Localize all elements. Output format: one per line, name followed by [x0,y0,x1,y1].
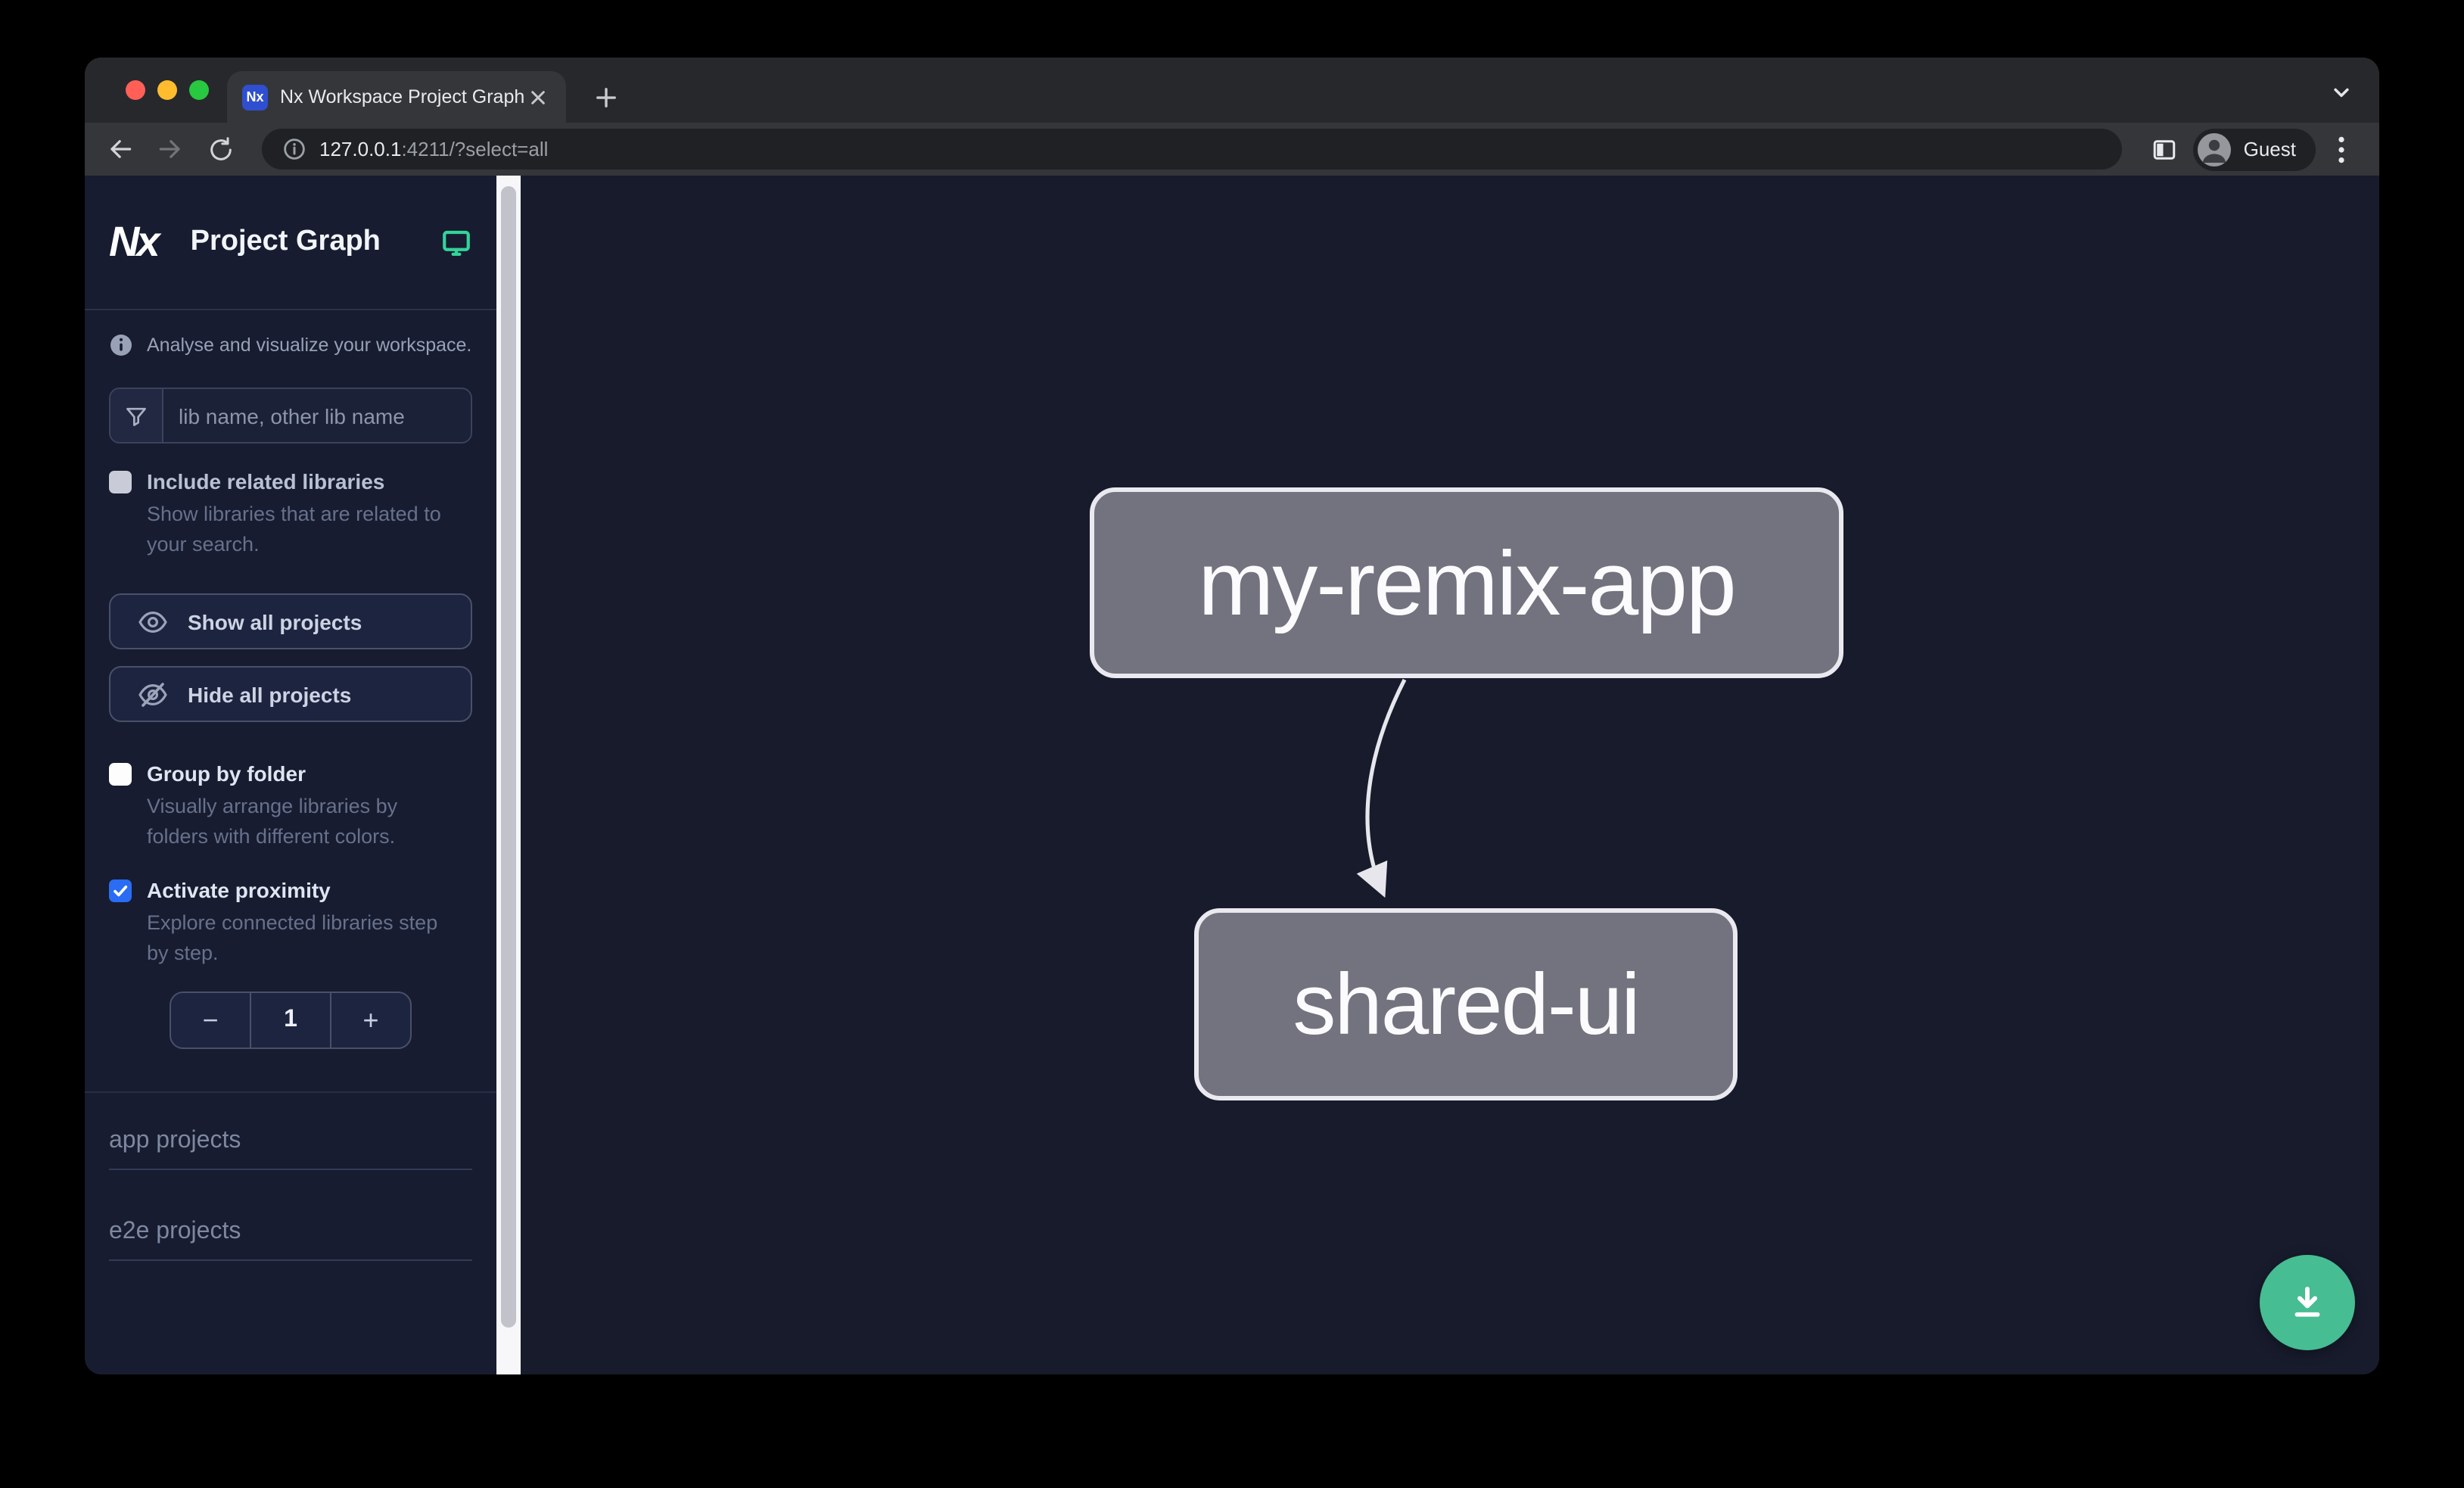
download-icon [2294,1287,2320,1317]
profile-name: Guest [2243,138,2296,160]
tab-search-chevron-icon[interactable] [2325,76,2358,109]
include-related-option: Include related libraries [85,469,496,495]
include-related-label: Include related libraries [147,469,385,493]
page-content: Nx Project Graph Analyse and visualize y… [85,176,2379,1374]
site-info-icon[interactable] [283,138,306,160]
proximity-value[interactable]: 1 [250,993,331,1048]
window-controls [126,80,209,100]
show-all-projects-button[interactable]: Show all projects [109,593,472,649]
hide-all-projects-button[interactable]: Hide all projects [109,666,472,722]
scrollbar-thumb[interactable] [501,186,516,1328]
group-by-folder-checkbox[interactable] [109,763,132,786]
filter-input[interactable] [163,389,471,442]
nx-logo: Nx [109,218,160,265]
info-icon [110,335,132,356]
section-e2e-projects: e2e projects [109,1219,472,1261]
activate-proximity-label: Activate proximity [147,878,331,902]
address-bar[interactable]: 127.0.0.1:4211/?select=all [262,129,2123,170]
include-related-desc: Show libraries that are related to your … [147,503,441,555]
group-by-folder-desc: Visually arrange libraries by folders wi… [147,795,398,847]
tagline-row: Analyse and visualize your workspace. [109,333,472,357]
graph-canvas[interactable]: my-remix-app shared-ui [521,176,2379,1374]
connected-monitor-icon[interactable] [440,226,472,258]
avatar [2198,132,2232,166]
graph-node-shared-ui[interactable]: shared-ui [1194,908,1738,1100]
tab-title: Nx Workspace Project Graph [280,86,524,107]
show-all-projects-label: Show all projects [188,609,362,633]
activate-proximity-desc: Explore connected libraries step by step… [147,911,438,963]
nx-favicon: Nx [242,84,268,110]
hide-all-projects-label: Hide all projects [188,682,352,706]
back-button[interactable] [100,129,141,170]
eye-icon [138,610,167,633]
proximity-decrement-button[interactable]: − [202,1004,219,1035]
tab-strip: Nx Nx Workspace Project Graph [85,58,2379,123]
browser-toolbar: 127.0.0.1:4211/?select=all Guest [85,123,2379,176]
proximity-increment-button[interactable]: + [362,1004,379,1035]
filter-field [109,388,472,444]
activate-proximity-checkbox[interactable] [109,879,132,902]
forward-button[interactable] [150,129,191,170]
new-tab-button[interactable] [584,76,627,118]
graph-node-my-remix-app[interactable]: my-remix-app [1090,487,1843,678]
group-by-folder-option: Group by folder [85,761,496,787]
group-by-folder-label: Group by folder [147,761,306,786]
include-related-checkbox[interactable] [109,471,132,493]
zoom-window-button[interactable] [189,80,209,100]
reload-button[interactable] [200,129,241,170]
sidebar-header: Nx Project Graph [85,176,496,310]
browser-tab[interactable]: Nx Nx Workspace Project Graph [227,71,566,123]
activate-proximity-option: Activate proximity [85,878,496,904]
browser-window: Nx Nx Workspace Project Graph [85,58,2379,1374]
close-window-button[interactable] [126,80,145,100]
sidebar-scrollbar[interactable] [496,176,521,1374]
profile-chip[interactable]: Guest [2193,128,2316,170]
dependency-edge [1356,678,1407,898]
sidebar-divider [85,1091,496,1093]
url-text: 127.0.0.1:4211/?select=all [319,138,549,160]
filter-funnel-icon [110,389,163,442]
side-panel-button[interactable] [2144,129,2185,170]
browser-menu-button[interactable] [2325,129,2358,169]
download-graph-button[interactable] [2260,1255,2355,1350]
proximity-stepper: − 1 + [170,991,412,1049]
section-app-projects: app projects [109,1128,472,1170]
page-title: Project Graph [190,226,381,257]
tab-close-icon[interactable] [524,83,551,111]
sidebar: Nx Project Graph Analyse and visualize y… [85,176,496,1374]
check-icon [114,886,128,897]
minimize-window-button[interactable] [157,80,177,100]
eye-off-icon [138,682,167,706]
tagline-text: Analyse and visualize your workspace. [147,335,472,356]
